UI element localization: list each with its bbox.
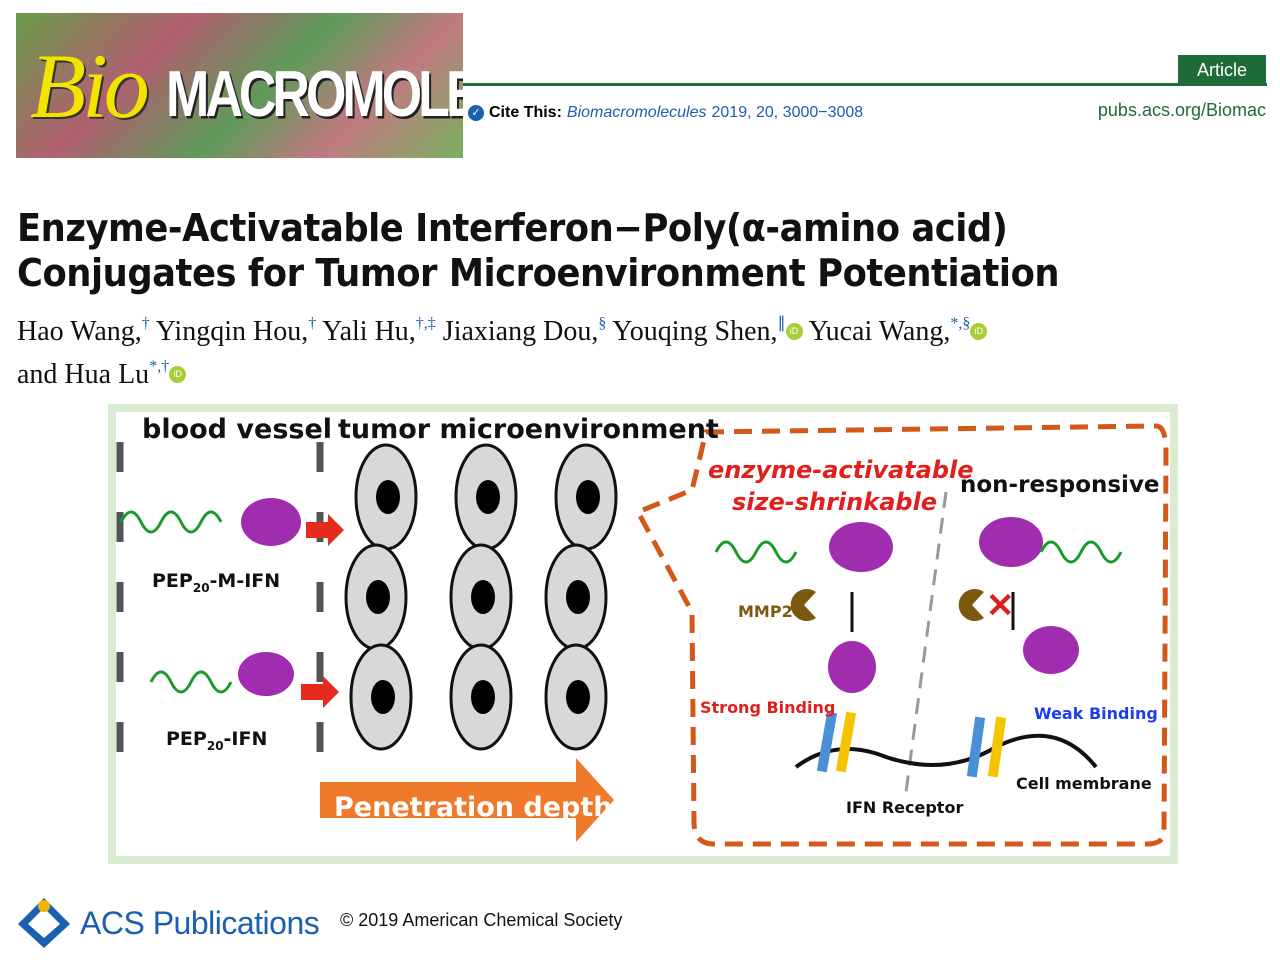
figure-graphic: ✕ bbox=[116, 423, 1169, 847]
arrow-red bbox=[301, 676, 339, 708]
label-cell-membrane: Cell membrane bbox=[1016, 774, 1152, 793]
affiliation-marker[interactable]: † bbox=[141, 315, 150, 332]
cell-nucleus bbox=[566, 580, 590, 614]
author[interactable]: Yingqin Hou,† bbox=[155, 315, 317, 347]
tumor-cells bbox=[344, 443, 618, 751]
ifn-protein bbox=[241, 498, 301, 546]
receptor-yellow bbox=[987, 716, 1007, 778]
mmp2-enzyme bbox=[958, 589, 984, 621]
graphical-abstract: ✕ blood vessel tumor microenvironment PE… bbox=[108, 404, 1178, 864]
mmp2-enzyme bbox=[790, 589, 816, 621]
cell-nucleus bbox=[566, 680, 590, 714]
label-size-shrinkable: size-shrinkable bbox=[732, 488, 938, 516]
cite-details[interactable]: 2019, 20, 3000−3008 bbox=[711, 104, 864, 121]
orcid-icon[interactable]: iD bbox=[785, 323, 803, 340]
polymer-chain bbox=[149, 670, 233, 694]
acs-publications-logo[interactable]: ACS Publications bbox=[16, 896, 320, 950]
polymer-chain bbox=[119, 510, 223, 534]
callout-border bbox=[634, 423, 1169, 847]
logo-bio: Bio bbox=[30, 35, 150, 137]
cell-nucleus bbox=[576, 480, 600, 514]
label-mmp2: MMP2 bbox=[738, 602, 793, 621]
ifn-protein bbox=[238, 652, 294, 696]
orcid-icon[interactable]: iD bbox=[169, 366, 187, 383]
citation: ✓ Cite This: Biomacromolecules 2019, 20,… bbox=[468, 104, 863, 122]
label-pep-ifn: PEP20-IFN bbox=[166, 728, 268, 753]
label-non-responsive: non-responsive bbox=[960, 472, 1160, 498]
label-strong-binding: Strong Binding bbox=[700, 698, 836, 717]
author[interactable]: Jiaxiang Dou,§ bbox=[442, 315, 607, 347]
cell-nucleus bbox=[471, 580, 495, 614]
polymer-chain bbox=[1039, 540, 1123, 564]
penetration-arrow bbox=[320, 758, 614, 842]
check-icon: ✓ bbox=[468, 105, 484, 121]
divider bbox=[904, 491, 948, 793]
affiliation-marker[interactable]: § bbox=[598, 315, 607, 332]
receptor-blue bbox=[966, 716, 986, 778]
affiliation-marker[interactable]: *,† bbox=[149, 358, 170, 375]
logo-macro: MACROMOLECULES bbox=[166, 58, 463, 131]
label-blood-vessel: blood vessel bbox=[142, 414, 333, 445]
author[interactable]: Yucai Wang,*,§iD bbox=[808, 315, 988, 347]
author[interactable]: Yali Hu,†,‡ bbox=[322, 315, 436, 347]
cite-journal[interactable]: Biomacromolecules bbox=[566, 104, 707, 121]
ifn-protein bbox=[1023, 626, 1079, 674]
arrow-red bbox=[306, 514, 344, 546]
label-penetration-depth: Penetration depth bbox=[334, 792, 613, 823]
receptor-yellow bbox=[835, 711, 857, 773]
author-list: Hao Wang,† Yingqin Hou,† Yali Hu,†,‡ Jia… bbox=[17, 306, 1167, 392]
affiliation-marker[interactable]: ∥ bbox=[777, 315, 786, 332]
blocked-cross-icon: ✕ bbox=[986, 587, 1015, 625]
acs-emblem-icon bbox=[18, 898, 70, 948]
ifn-protein bbox=[979, 517, 1043, 567]
cell-nucleus bbox=[366, 580, 390, 614]
cell-nucleus bbox=[371, 680, 395, 714]
affiliation-marker[interactable]: *,§ bbox=[950, 315, 971, 332]
copyright: © 2019 American Chemical Society bbox=[340, 910, 623, 930]
label-tumor-microenvironment: tumor microenvironment bbox=[338, 414, 719, 445]
article-type-badge: Article bbox=[1178, 55, 1266, 85]
cell-nucleus bbox=[471, 680, 495, 714]
label-ifn-receptor: IFN Receptor bbox=[846, 798, 964, 817]
polymer-chain bbox=[714, 540, 798, 564]
journal-logo: Bio MACROMOLECULES bbox=[16, 13, 463, 158]
affiliation-marker[interactable]: † bbox=[308, 315, 317, 332]
header-rule bbox=[463, 83, 1267, 86]
affiliation-marker[interactable]: †,‡ bbox=[415, 315, 436, 332]
publisher-name: ACS Publications bbox=[80, 904, 320, 941]
author[interactable]: and Hua Lu*,†iD bbox=[17, 358, 187, 390]
cell-nucleus bbox=[376, 480, 400, 514]
article-title: Enzyme-Activatable Interferon−Poly(α-ami… bbox=[17, 206, 1060, 295]
cite-label: Cite This: bbox=[489, 104, 562, 121]
journal-url[interactable]: pubs.acs.org/Biomac bbox=[1097, 100, 1266, 120]
ifn-protein bbox=[829, 522, 893, 572]
orcid-icon[interactable]: iD bbox=[970, 323, 988, 340]
author[interactable]: Hao Wang,† bbox=[17, 315, 150, 347]
ifn-protein bbox=[828, 641, 876, 693]
label-enzyme-activatable: enzyme-activatable bbox=[708, 456, 974, 484]
cell-nucleus bbox=[476, 480, 500, 514]
author[interactable]: Youqing Shen,∥iD bbox=[612, 315, 803, 347]
label-weak-binding: Weak Binding bbox=[1034, 704, 1158, 723]
label-pep-m-ifn: PEP20-M-IFN bbox=[152, 570, 281, 595]
receptor-blue bbox=[816, 711, 838, 773]
